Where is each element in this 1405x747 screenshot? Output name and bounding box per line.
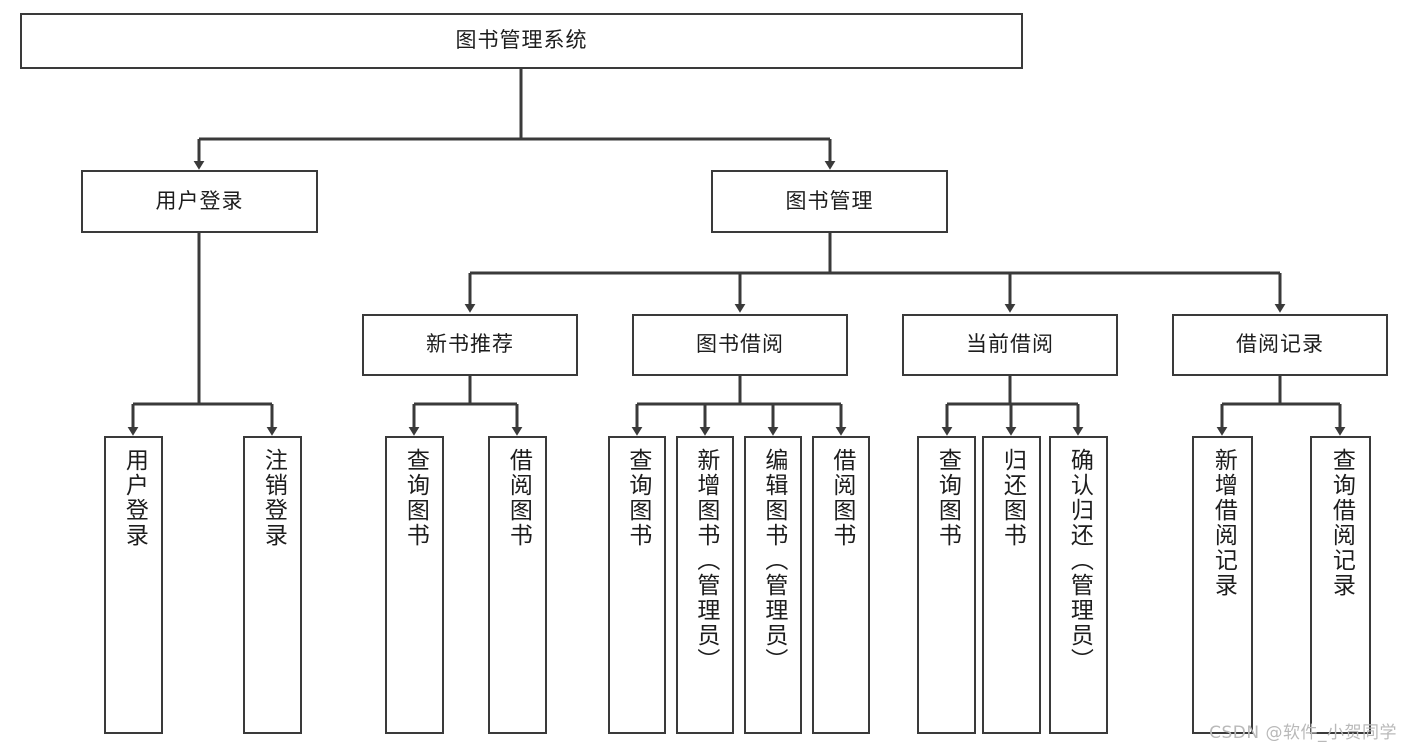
leaf-query-book-newbook-label: 查询图书 [402, 448, 429, 548]
node-book-management[interactable]: 图书管理 [711, 170, 948, 233]
leaf-query-book-current[interactable]: 查询图书 [917, 436, 976, 734]
leaf-query-book-newbook[interactable]: 查询图书 [385, 436, 444, 734]
node-borrow-records-label: 借阅记录 [1236, 332, 1324, 357]
node-user-login-label: 用户登录 [155, 188, 244, 213]
leaf-query-book-current-label: 查询图书 [934, 448, 961, 548]
node-user-login[interactable]: 用户登录 [81, 170, 318, 233]
node-book-borrow[interactable]: 图书借阅 [632, 314, 848, 376]
node-book-borrow-label: 图书借阅 [696, 332, 784, 357]
leaf-return-book[interactable]: 归还图书 [982, 436, 1041, 734]
leaf-confirm-return-admin[interactable]: 确认归还（管理员） [1049, 436, 1108, 734]
node-new-book-recommend-label: 新书推荐 [426, 332, 514, 357]
leaf-add-borrow-record-label: 新增借阅记录 [1210, 448, 1237, 598]
leaf-borrow-book[interactable]: 借阅图书 [812, 436, 870, 734]
leaf-user-login[interactable]: 用户登录 [104, 436, 163, 734]
leaf-borrow-book-newbook-label: 借阅图书 [505, 448, 532, 548]
node-new-book-recommend[interactable]: 新书推荐 [362, 314, 578, 376]
leaf-edit-book-admin[interactable]: 编辑图书（管理员） [744, 436, 802, 734]
leaf-query-book-borrow-label: 查询图书 [624, 448, 651, 548]
node-current-borrow-label: 当前借阅 [966, 332, 1054, 357]
node-root[interactable]: 图书管理系统 [20, 13, 1023, 69]
leaf-confirm-return-admin-label: 确认归还（管理员） [1066, 448, 1093, 673]
leaf-logout-label: 注销登录 [260, 448, 287, 548]
leaf-logout[interactable]: 注销登录 [243, 436, 302, 734]
leaf-add-book-admin-label: 新增图书（管理员） [692, 448, 719, 673]
leaf-query-borrow-record[interactable]: 查询借阅记录 [1310, 436, 1371, 734]
leaf-query-book-borrow[interactable]: 查询图书 [608, 436, 666, 734]
node-borrow-records[interactable]: 借阅记录 [1172, 314, 1388, 376]
node-book-management-label: 图书管理 [785, 188, 874, 213]
leaf-add-borrow-record[interactable]: 新增借阅记录 [1192, 436, 1253, 734]
leaf-borrow-book-newbook[interactable]: 借阅图书 [488, 436, 547, 734]
leaf-return-book-label: 归还图书 [999, 448, 1026, 548]
watermark-text: CSDN @软件_小贺同学 [1209, 723, 1397, 743]
node-current-borrow[interactable]: 当前借阅 [902, 314, 1118, 376]
leaf-add-book-admin[interactable]: 新增图书（管理员） [676, 436, 734, 734]
leaf-edit-book-admin-label: 编辑图书（管理员） [760, 448, 787, 673]
leaf-user-login-label: 用户登录 [121, 448, 148, 548]
node-root-label: 图书管理系统 [455, 28, 588, 53]
leaf-query-borrow-record-label: 查询借阅记录 [1328, 448, 1355, 598]
leaf-borrow-book-label: 借阅图书 [828, 448, 855, 548]
